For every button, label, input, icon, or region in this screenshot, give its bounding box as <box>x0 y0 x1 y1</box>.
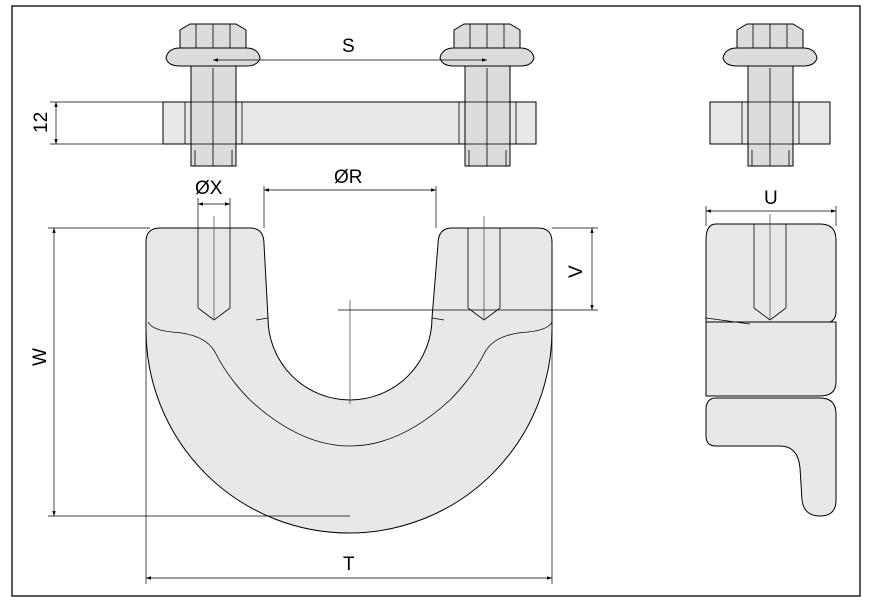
dim-t-label: T <box>343 554 355 575</box>
drawing-frame <box>11 5 861 597</box>
dim-12-label: 12 <box>31 112 52 133</box>
dim-x-label: ØX <box>195 178 223 199</box>
dim-u-label: U <box>764 188 778 209</box>
u-clamp-body <box>145 227 553 534</box>
dim-w-label: W <box>30 348 51 366</box>
top-view: S 12 <box>31 23 537 167</box>
dim-v-label: V <box>566 265 587 278</box>
dim-r-label: ØR <box>334 167 363 188</box>
tapped-hole-right <box>467 216 501 321</box>
side-block <box>705 223 837 325</box>
bolt-right <box>439 23 535 167</box>
side-view: U <box>705 188 837 517</box>
front-view: ØX ØR V W T <box>30 167 598 584</box>
tapped-hole-left <box>197 216 231 321</box>
top-right-view <box>709 23 831 167</box>
bolt-left <box>165 23 261 167</box>
dim-s-label: S <box>342 36 355 57</box>
